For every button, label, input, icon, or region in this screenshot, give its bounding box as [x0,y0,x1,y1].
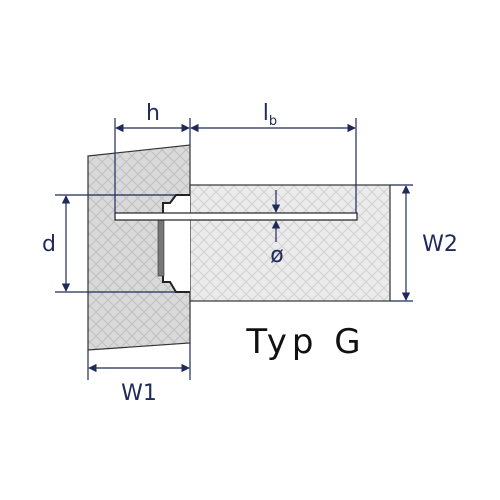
label-diameter: ø [270,243,283,268]
label-h: h [146,101,160,126]
label-d: d [42,232,56,257]
dowel-rod [114,212,358,221]
sleeve-thread [157,213,165,277]
label-w1: W1 [121,381,157,406]
label-w2: W2 [422,232,458,257]
label-lb: lb [263,101,277,129]
slab-block [189,184,391,302]
anchor-sleeve [162,194,190,293]
diagram-title: Typ G [245,322,365,362]
